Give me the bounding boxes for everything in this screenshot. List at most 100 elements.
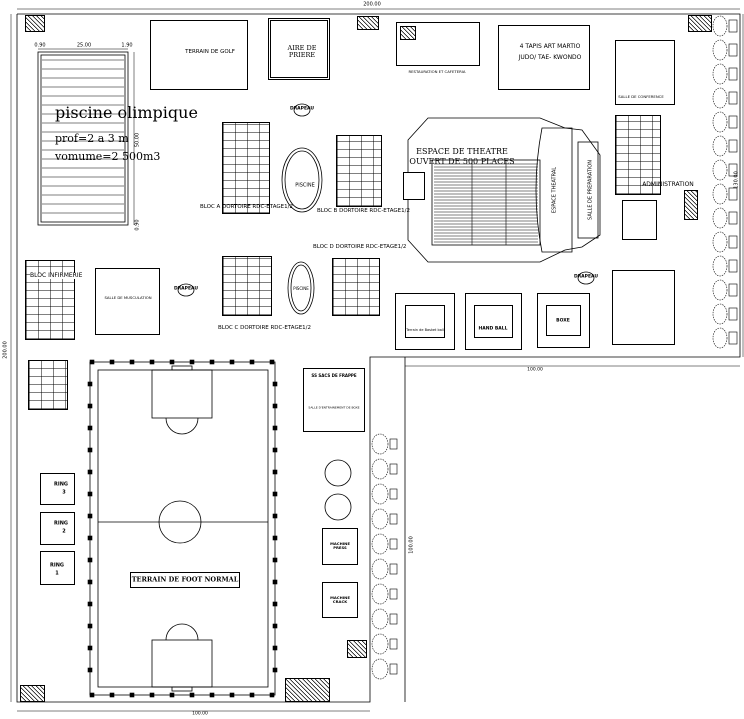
floodlight-post: [229, 359, 235, 365]
boxing-label: BOXE: [556, 318, 570, 324]
conference-label: SALLE DE CONFERENCE: [618, 94, 664, 100]
floodlight-post: [169, 359, 175, 365]
floodlight-post: [272, 381, 278, 387]
floodlight-post: [272, 403, 278, 409]
top-goal: [171, 365, 193, 371]
tree-icon: [712, 159, 728, 181]
floodlight-post: [129, 692, 135, 698]
top-penalty-area: [151, 369, 213, 419]
floodlight-post: [87, 645, 93, 651]
floodlight-post: [272, 579, 278, 585]
block-d-label: BLOC D DORTOIRE RDC-ETAGE1/2: [313, 244, 407, 250]
tree-icon: [712, 111, 728, 133]
ring-number: 3: [62, 489, 66, 496]
theatre-outline: [407, 117, 601, 263]
top-penalty-arc: [165, 417, 199, 435]
parking-space: [389, 663, 398, 675]
parking-space: [728, 163, 738, 177]
parking-space: [389, 513, 398, 525]
meeting-room: [622, 200, 657, 240]
corner-building: [25, 15, 45, 32]
flag-label: DRAPEAU: [289, 106, 315, 112]
tree-icon: [712, 303, 728, 325]
floodlight-post: [269, 692, 275, 698]
parking-space: [728, 187, 738, 201]
pool-oval: [281, 147, 323, 213]
floodlight-post: [149, 359, 155, 365]
floodlight-post: [87, 491, 93, 497]
block-c-label: BLOC C DORTOIRE RDC-ETAGE1/2: [218, 325, 312, 331]
side-entrance: [684, 190, 698, 220]
parking-space: [728, 43, 738, 57]
pool-title: piscine olimpique: [55, 103, 198, 122]
floodlight-post: [272, 425, 278, 431]
guard-post-right: [347, 640, 367, 658]
theatre-seating: [431, 159, 541, 246]
football-label-box: [130, 572, 240, 588]
olympic-pool-basin: [40, 54, 126, 223]
boxing-court: [537, 293, 590, 348]
floodlight-post: [87, 403, 93, 409]
boxing-ring-2: [40, 512, 75, 545]
restaurant-kitchen: [400, 26, 416, 40]
ring-number: 1: [55, 570, 59, 577]
parking-space: [728, 259, 738, 273]
west-building: [28, 360, 68, 410]
punching-bags-label: SS SACS DE FRAPPE: [311, 372, 357, 378]
infirmary-label: BLOC INFIRMERIE: [30, 272, 83, 280]
tree-icon: [371, 583, 389, 605]
administration-building: [615, 115, 661, 195]
theatre-label-1: ESPACE DE THEATRE: [416, 146, 508, 156]
parking-space: [728, 19, 738, 33]
theatre-label-2: OUVERT DE 500 PLACES: [409, 156, 515, 166]
tree-icon: [712, 327, 728, 349]
theatre-annex: [403, 172, 425, 200]
floodlight-post: [272, 557, 278, 563]
floodlight-post: [229, 692, 235, 698]
floodlight-post: [272, 469, 278, 475]
floodlight-post: [169, 692, 175, 698]
floodlight-post: [272, 601, 278, 607]
parking-space: [728, 91, 738, 105]
floodlight-post: [249, 692, 255, 698]
pool-width-label: 25.00: [76, 42, 92, 49]
pool-left-margin-label: 0.90: [34, 42, 46, 49]
preparation-room-label: SALLE DE PREPARATION: [587, 160, 594, 220]
tree-icon: [712, 63, 728, 85]
machine-room-2: [322, 582, 358, 618]
preparation-room-outline: [577, 141, 599, 239]
floodlight-post: [249, 359, 255, 365]
pool-oval-label: PISCINE: [295, 182, 315, 189]
floodlight-post: [87, 667, 93, 673]
tree-icon: [712, 207, 728, 229]
flag-label: DRAPEAU: [573, 274, 599, 280]
martial-arts-label-2: JUDO/ TAE- KWONDO: [518, 53, 582, 61]
prayer-area: [268, 18, 330, 80]
east-building: [612, 270, 675, 345]
site-boundary: [16, 13, 741, 703]
floodlight-post: [209, 359, 215, 365]
floodlight-post: [272, 645, 278, 651]
machine-label: MACHINE PRESS: [330, 541, 350, 550]
flag-circle: [177, 283, 195, 297]
tree-icon: [371, 658, 389, 680]
machine-room-1: [322, 528, 358, 565]
administration-label: ADMINISTRATION: [642, 180, 694, 188]
boxing-court-inner: [546, 305, 581, 336]
football-label: TERRAIN DE FOOT NORMAL: [131, 575, 239, 584]
floodlight-post: [87, 513, 93, 519]
parking-space: [728, 235, 738, 249]
tree-icon: [712, 135, 728, 157]
bottom-goal: [171, 686, 193, 692]
pool-oval-inner: [284, 150, 320, 210]
gatehouse: [357, 16, 379, 30]
block-b-label: BLOC B DORTOIRE RDC-ETAGE1/2: [317, 208, 410, 214]
parking-space: [728, 283, 738, 297]
ring-number: 2: [62, 528, 66, 535]
basketball-label: Terrain de Basket ball: [406, 328, 444, 333]
tree-icon: [712, 183, 728, 205]
stage-outline: [535, 127, 573, 253]
floodlight-post: [109, 692, 115, 698]
pool-depth: prof=2 a 3 m: [55, 132, 129, 145]
football-pitch: [97, 369, 269, 688]
